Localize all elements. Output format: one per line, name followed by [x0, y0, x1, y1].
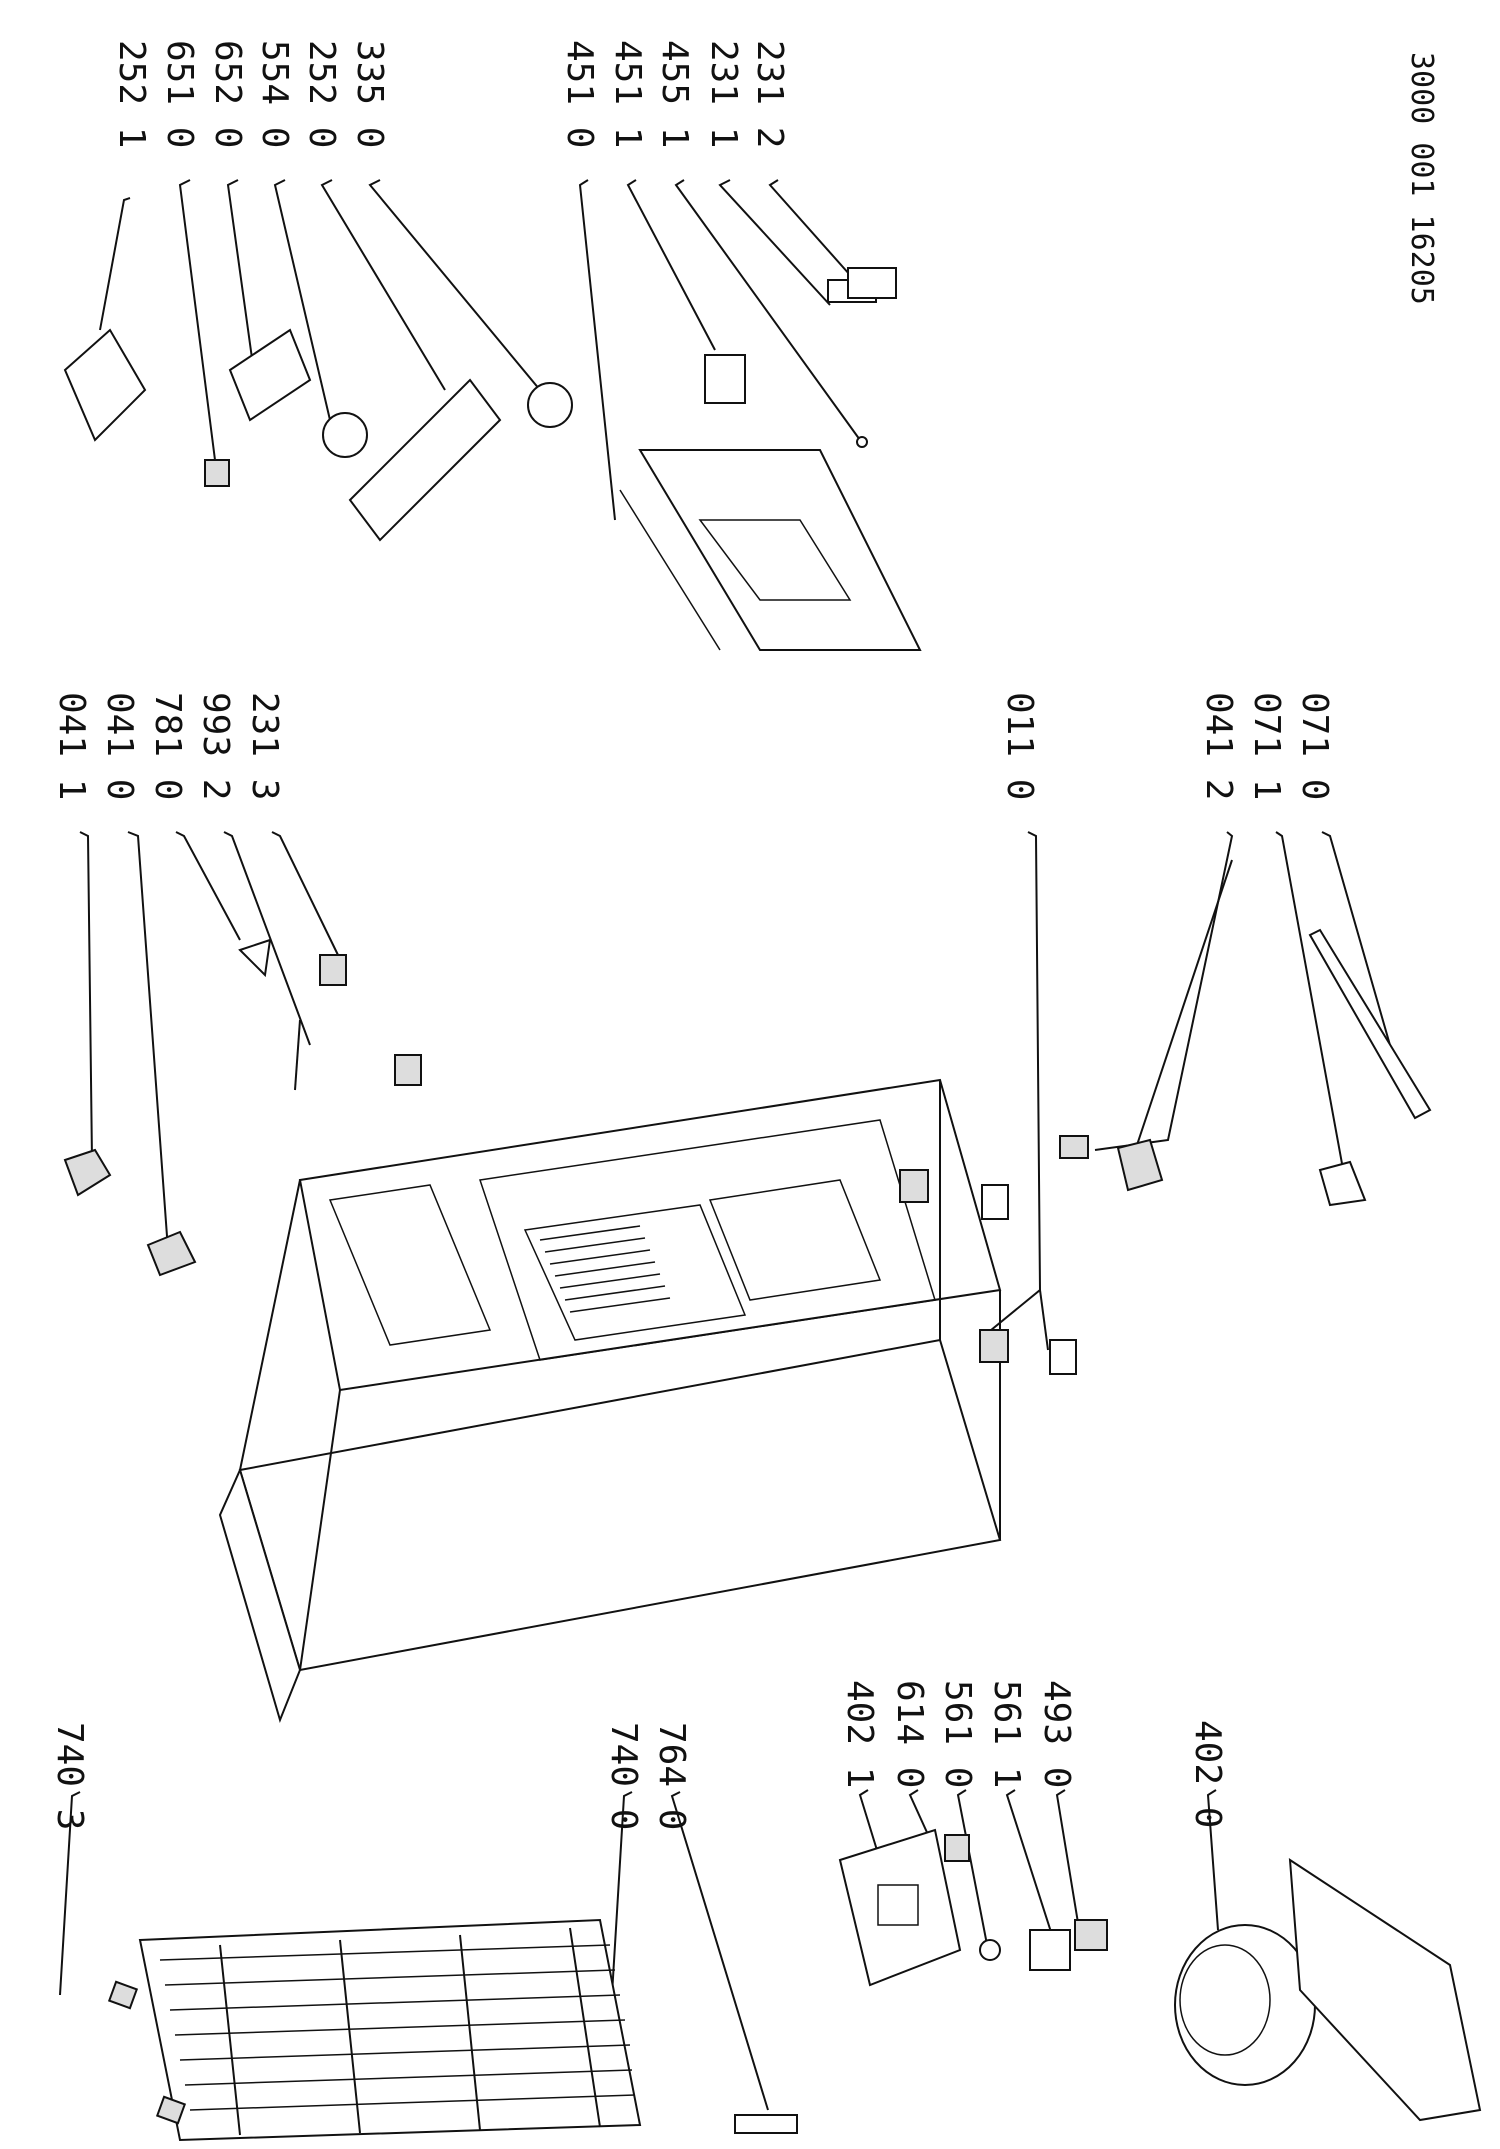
hinge-041-1 [63, 1148, 112, 1197]
foot-231-3 [319, 954, 347, 986]
control-panel-252-0 [348, 378, 502, 542]
label-651-0: 651 0 [159, 40, 200, 148]
label-764-0: 764 0 [651, 1722, 692, 1830]
hinge-041-2-a [1059, 1135, 1089, 1159]
probe-993-2 [294, 1019, 301, 1091]
label-614-0: 614 0 [889, 1680, 930, 1788]
label-041-2: 041 2 [1198, 692, 1239, 800]
hinge-041-0 [146, 1230, 197, 1277]
label-455-1: 455 1 [654, 40, 695, 148]
label-335-0: 335 0 [349, 40, 390, 148]
condenser-clip [107, 1980, 139, 2010]
dryer-filter [734, 2114, 798, 2134]
label-402-0: 402 0 [1187, 1720, 1228, 1828]
pcb-652-0 [228, 328, 312, 422]
document-code: 3000 001 16205 [1404, 52, 1439, 305]
label-071-0: 071 0 [1294, 692, 1335, 800]
label-652-0: 652 0 [207, 40, 248, 148]
label-231-3: 231 3 [244, 692, 285, 800]
evaporator-plate [619, 449, 922, 651]
clip-561-0 [979, 1939, 1001, 1961]
label-252-1: 252 1 [111, 40, 152, 148]
label-402-1: 402 1 [839, 1680, 880, 1788]
label-451-1: 451 1 [607, 40, 648, 148]
label-740-3: 740 3 [49, 1722, 90, 1830]
plate-451-1 [704, 354, 746, 404]
strip-071-0 [1308, 928, 1432, 1120]
label-781-0: 781 0 [147, 692, 188, 800]
foot-011-0-c [1049, 1339, 1077, 1375]
screw-455-1 [856, 436, 868, 448]
hinge-041-2-b [1116, 1138, 1164, 1192]
foot-231-3-b [394, 1054, 422, 1086]
foot-011-0-b [979, 1329, 1009, 1363]
spring-554-0 [322, 412, 368, 458]
label-554-0: 554 0 [254, 40, 295, 148]
plate-231-2 [847, 267, 897, 299]
condenser-coil [138, 1918, 642, 2142]
relay-561-1 [1029, 1929, 1071, 1971]
bracket-071-1 [1318, 1160, 1367, 1207]
label-231-2: 231 2 [749, 40, 790, 148]
label-231-1: 231 1 [703, 40, 744, 148]
label-561-1: 561 1 [986, 1680, 1027, 1788]
label-041-1: 041 1 [51, 692, 92, 800]
cabinet [218, 1078, 1002, 1724]
foot-011-0-a [899, 1169, 929, 1203]
label-493-0: 493 0 [1036, 1680, 1077, 1788]
label-252-0: 252 0 [301, 40, 342, 148]
label-011-0: 011 0 [999, 692, 1040, 800]
thermostat-252-1 [63, 328, 147, 442]
label-993-2: 993 2 [195, 692, 236, 800]
label-561-0: 561 0 [937, 1680, 978, 1788]
knob-335-0 [527, 382, 573, 428]
relay-614-0 [944, 1834, 970, 1862]
label-451-0: 451 0 [559, 40, 600, 148]
compressor [1174, 1858, 1482, 2122]
label-041-0: 041 0 [99, 692, 140, 800]
lamp-651-0 [204, 459, 230, 487]
label-071-1: 071 1 [1246, 692, 1287, 800]
capacitor-493-0 [1074, 1919, 1108, 1951]
compressor-cover [838, 1828, 962, 1987]
funnel-781-0 [238, 938, 272, 978]
condenser-clip-2 [155, 2095, 187, 2125]
foot-011-0-d [981, 1184, 1009, 1220]
